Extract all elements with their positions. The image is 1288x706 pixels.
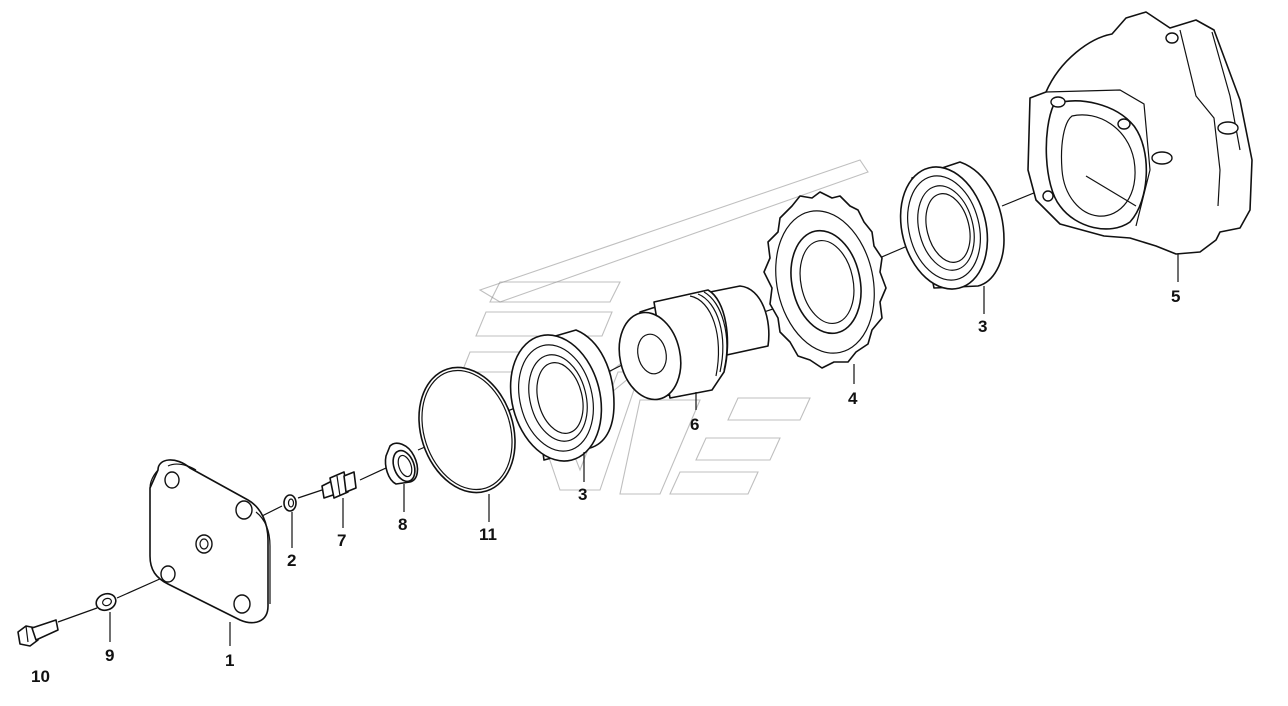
callout-5: 5: [1171, 287, 1180, 306]
bearing-right-part: [899, 161, 1005, 290]
washer-part: [95, 592, 117, 612]
callout-3-right: 3: [978, 317, 987, 336]
callout-3-left: 3: [578, 485, 587, 504]
callout-8: 8: [398, 515, 407, 534]
callout-7: 7: [337, 531, 346, 550]
bushing-part: [384, 442, 419, 485]
callout-1: 1: [225, 651, 234, 670]
cover-plate-part: [149, 459, 271, 624]
bearing-left-part: [509, 329, 615, 462]
gear-part: [763, 191, 887, 369]
callout-labels: 10 9 1 2 7 8 11 3 6 4 3 5: [31, 287, 1180, 686]
callout-9: 9: [105, 646, 114, 665]
o-ring-part: [418, 366, 516, 494]
callout-4: 4: [848, 389, 858, 408]
housing-part: [1027, 11, 1253, 255]
callout-2: 2: [287, 551, 296, 570]
callout-11: 11: [479, 525, 497, 544]
leader-lines: [109, 254, 1179, 646]
callout-6: 6: [690, 415, 699, 434]
callout-10: 10: [31, 667, 50, 686]
breather-plug-part: [321, 471, 357, 499]
bolt-part: [17, 619, 59, 647]
sleeve-coupling-part: [618, 285, 770, 401]
seal-ring-part: [283, 494, 297, 512]
